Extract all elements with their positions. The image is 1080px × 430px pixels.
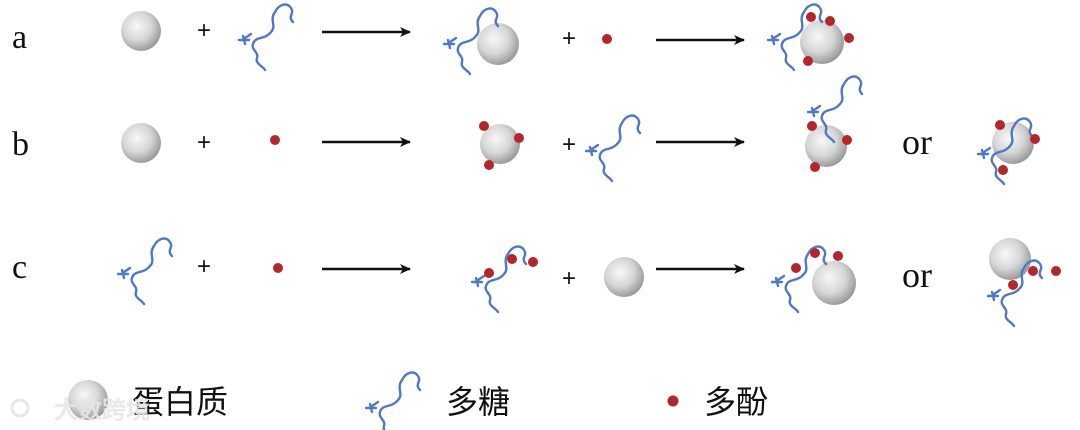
legend-protein-label: 蛋白质: [132, 383, 228, 421]
or-label: or: [902, 255, 932, 295]
legend-polyphenol-label: 多酚: [704, 383, 768, 421]
polyphenol-dot: [810, 162, 820, 172]
plus-sign: +: [562, 265, 576, 292]
polyphenol-dot: [842, 135, 852, 145]
polyphenol-dot: [479, 121, 489, 131]
legend-protein-swatch: [68, 380, 108, 420]
legend: 蛋白质 多糖 多酚: [68, 371, 768, 430]
polysaccharide-chain: [116, 237, 174, 306]
protein-sphere: [480, 124, 520, 164]
polyphenol-dot: [602, 34, 612, 44]
polyphenol-dot: [995, 120, 1005, 130]
polyphenol-dot: [810, 248, 820, 258]
protein-sphere: [477, 23, 519, 65]
watermark-text: 大数跨境: [54, 396, 150, 424]
protein-sphere: [805, 125, 847, 167]
polyphenol-dot: [273, 263, 283, 273]
plus-sign: +: [197, 253, 211, 280]
row-label-c: c: [12, 249, 27, 286]
watermark-logo-icon: [10, 398, 30, 418]
polyphenol-dot: [807, 121, 817, 131]
protein-sphere: [121, 11, 161, 51]
polyphenol-dot: [484, 160, 494, 170]
watermark: 大数跨境: [10, 396, 150, 424]
polyphenol-dot: [270, 135, 280, 145]
polyphenol-dot: [844, 33, 854, 43]
polyphenol-dot: [803, 56, 813, 66]
legend-polysaccharide-swatch: [364, 371, 422, 430]
polyphenol-dot: [998, 165, 1008, 175]
plus-sign: +: [562, 131, 576, 158]
polyphenol-dot: [1051, 266, 1061, 276]
polyphenol-dot: [825, 16, 835, 26]
protein-sphere: [604, 257, 644, 297]
polyphenol-dot: [514, 133, 524, 143]
polyphenol-dot: [507, 254, 517, 264]
plus-sign: +: [562, 25, 576, 52]
polyphenol-dot: [806, 12, 816, 22]
protein-sphere: [812, 261, 856, 305]
polysaccharide-chain: [470, 245, 528, 314]
polysaccharide-chain: [237, 3, 295, 72]
or-label: or: [902, 122, 932, 162]
row-label-b: b: [12, 126, 29, 163]
protein-sphere: [121, 123, 161, 163]
plus-sign: +: [197, 17, 211, 44]
polyphenol-dot: [791, 263, 801, 273]
polyphenol-dot: [1030, 134, 1040, 144]
polyphenol-dot: [484, 268, 494, 278]
polysaccharide-chain: [584, 114, 642, 183]
row-label-a: a: [12, 19, 27, 56]
polyphenol-dot: [833, 251, 843, 261]
legend-polysaccharide-label: 多糖: [446, 383, 510, 421]
polyphenol-dot: [1028, 266, 1038, 276]
legend-polyphenol-swatch: [667, 395, 679, 407]
polyphenol-dot: [1008, 280, 1018, 290]
polyphenol-dot: [528, 257, 538, 267]
plus-sign: +: [197, 129, 211, 156]
protein-sphere: [800, 20, 844, 64]
protein-sphere: [989, 238, 1031, 280]
